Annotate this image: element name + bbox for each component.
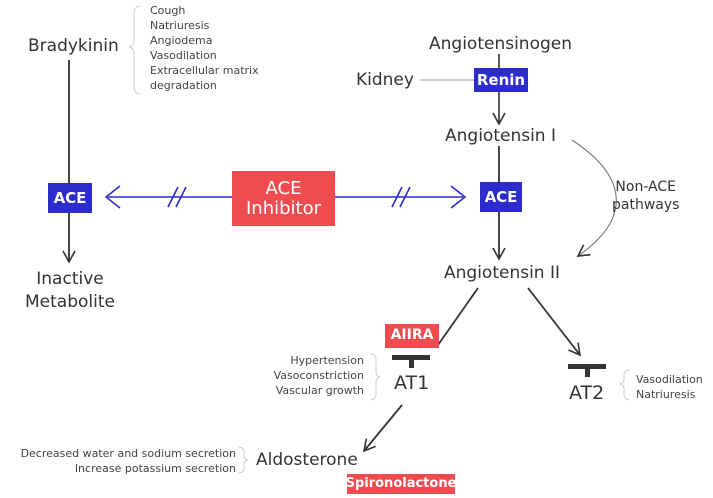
at2-receptor-bar <box>568 364 606 377</box>
effect-natriuresis: Natriuresis <box>150 19 210 32</box>
bradykinin-effects-brace <box>128 5 141 95</box>
at1-label: AT1 <box>394 372 430 394</box>
non-ace-pathways-label: Non-ACE pathways <box>612 178 679 214</box>
effect-cough: Cough <box>150 4 186 17</box>
at2-label: AT2 <box>569 382 605 404</box>
aldosterone-effects: Decreased water and sodium secretion Inc… <box>4 446 236 476</box>
ace-inhibitor-line1: ACE <box>265 177 302 199</box>
aldosterone-label: Aldosterone <box>256 450 358 470</box>
ace-inhibitor-box: ACE Inhibitor <box>232 171 335 226</box>
ace-right-box: ACE <box>480 182 522 212</box>
at1-receptor-bar <box>392 355 430 368</box>
angiotensin2-to-at2-arrow <box>527 287 582 357</box>
aldosterone-effects-brace <box>237 446 249 474</box>
ace-inhibitor-left-arrow <box>104 185 232 209</box>
non-ace-pathway-arrow <box>571 139 617 257</box>
ace-left-box: ACE <box>48 183 92 213</box>
at2-effects: Vasodilation Natriuresis <box>636 372 703 402</box>
effect-vascular-growth: Vascular growth <box>275 384 364 397</box>
effect-vasoconstriction: Vasoconstriction <box>273 369 364 382</box>
effect-angiodema: Angiodema <box>150 34 213 47</box>
at1-effects: Hypertension Vasoconstriction Vascular g… <box>258 353 364 398</box>
effect-hypertension: Hypertension <box>290 354 364 367</box>
at1-effects-brace <box>369 353 381 401</box>
effect-vasodilation: Vasodilation <box>150 49 217 62</box>
angiotensinogen-label: Angiotensinogen <box>429 34 572 54</box>
effect-degradation: degradation <box>150 79 217 92</box>
effect-water-sodium: Decreased water and sodium secretion <box>20 447 236 460</box>
bradykinin-label: Bradykinin <box>28 36 119 56</box>
renin-box: Renin <box>474 68 528 92</box>
non-ace-word: Non-ACE <box>615 179 677 195</box>
effect-ecm: Extracellular matrix <box>150 64 259 77</box>
effect-natriuresis-at2: Natriuresis <box>636 388 696 401</box>
bradykinin-effects: Cough Natriuresis Angiodema Vasodilation… <box>150 3 259 93</box>
angiotensin2-to-at1-line <box>437 287 479 346</box>
at2-effects-brace <box>619 369 631 401</box>
angiotensin2-label: Angiotensin II <box>444 263 561 283</box>
metabolite-word: Metabolite <box>25 292 115 312</box>
pathways-word: pathways <box>612 197 680 213</box>
angiotensin1-label: Angiotensin I <box>445 126 556 146</box>
at1-to-aldosterone-arrow <box>362 404 403 453</box>
aiira-box: AIIRA <box>385 324 439 348</box>
ace-inhibitor-right-arrow <box>335 185 467 209</box>
effect-vasodilation-at2: Vasodilation <box>636 373 703 386</box>
kidney-label: Kidney <box>356 70 414 90</box>
ace-inhibitor-line2: Inhibitor <box>245 197 322 219</box>
inactive-word: Inactive <box>36 269 104 289</box>
spironolactone-box: Spironolactone <box>346 474 456 494</box>
effect-potassium: Increase potassium secretion <box>74 462 236 475</box>
inactive-metabolite-label: Inactive Metabolite <box>20 268 120 314</box>
